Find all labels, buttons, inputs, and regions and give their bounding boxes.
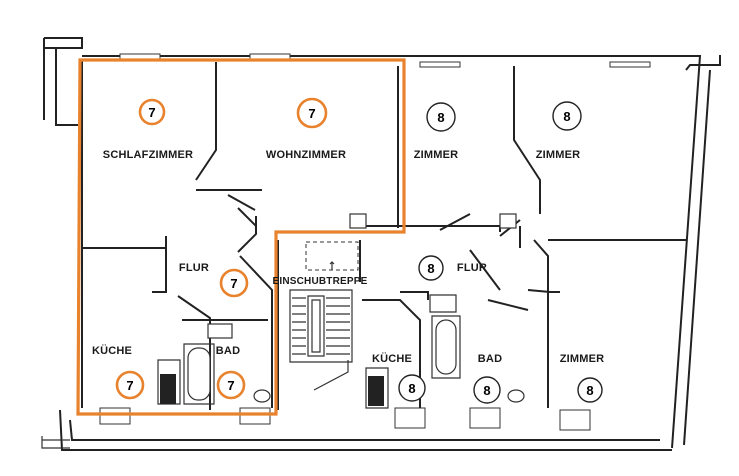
marker-flur-right: 8 bbox=[418, 255, 444, 281]
interior-walls bbox=[81, 60, 686, 410]
svg-text:7: 7 bbox=[227, 378, 234, 393]
marker-wohnzimmer: 7 bbox=[296, 97, 328, 129]
label-wohnzimmer: WOHNZIMMER bbox=[266, 149, 346, 161]
label-schlafzimmer: SCHLAFZIMMER bbox=[103, 149, 193, 161]
svg-text:8: 8 bbox=[483, 383, 490, 398]
marker-bad-right: 8 bbox=[473, 376, 501, 404]
svg-text:7: 7 bbox=[308, 106, 315, 121]
marker-kueche-right: 8 bbox=[398, 374, 426, 402]
svg-text:7: 7 bbox=[148, 105, 155, 120]
label-zimmer-a: ZIMMER bbox=[414, 149, 459, 161]
label-bad-right: BAD bbox=[478, 353, 502, 365]
svg-text:8: 8 bbox=[563, 109, 570, 124]
marker-kueche-left: 7 bbox=[115, 370, 145, 400]
svg-text:8: 8 bbox=[586, 383, 593, 398]
svg-text:8: 8 bbox=[408, 381, 415, 396]
svg-text:8: 8 bbox=[437, 110, 444, 125]
label-kueche-right: KÜCHE bbox=[372, 352, 412, 365]
marker-zimmer-a: 8 bbox=[426, 102, 456, 132]
marker-zimmer-c: 8 bbox=[577, 377, 603, 403]
room-labels: SCHLAFZIMMER WOHNZIMMER ZIMMER ZIMMER FL… bbox=[92, 149, 604, 365]
apartment-highlight bbox=[76, 58, 406, 416]
svg-text:8: 8 bbox=[427, 261, 434, 276]
marker-bad-left: 7 bbox=[216, 370, 246, 400]
svg-text:7: 7 bbox=[126, 378, 133, 393]
label-flur-left: FLUR bbox=[179, 262, 209, 274]
label-kueche-left: KÜCHE bbox=[92, 344, 132, 357]
marker-schlafzimmer: 7 bbox=[138, 98, 166, 126]
label-bad-left: BAD bbox=[216, 345, 240, 357]
svg-text:7: 7 bbox=[230, 276, 237, 291]
label-einschubtreppe: EINSCHUBTREPPE bbox=[272, 276, 367, 287]
label-zimmer-c: ZIMMER bbox=[560, 353, 605, 365]
label-zimmer-b: ZIMMER bbox=[536, 149, 581, 161]
unit-markers: 7 7 8 8 7 8 7 7 bbox=[115, 97, 603, 404]
label-flur-right: FLUR bbox=[457, 262, 487, 274]
building-outline bbox=[41, 37, 721, 451]
marker-zimmer-b: 8 bbox=[552, 101, 582, 131]
marker-flur-left: 7 bbox=[219, 268, 249, 298]
